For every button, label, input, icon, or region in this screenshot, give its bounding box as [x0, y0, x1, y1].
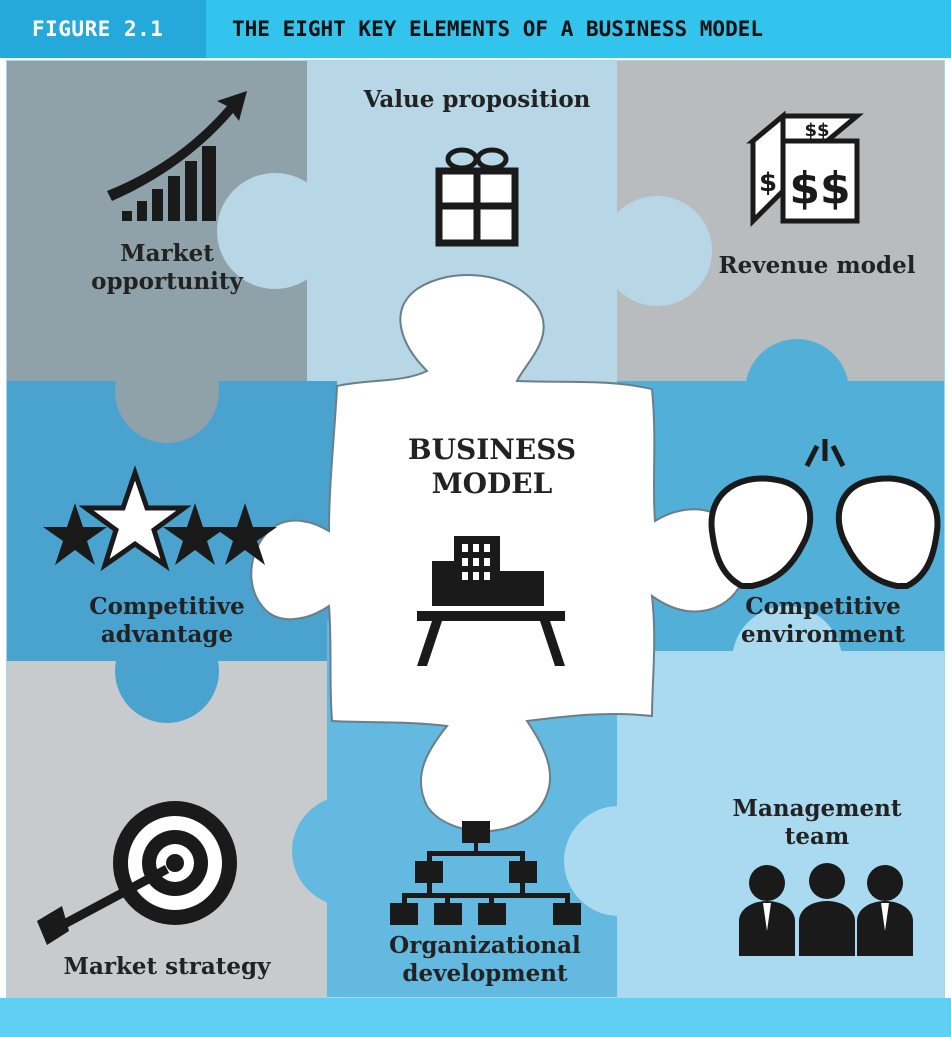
label-management-team-2: team [785, 823, 850, 850]
knob-shape [115, 619, 219, 723]
svg-text:$: $ [759, 168, 777, 198]
target-arrow-icon [37, 801, 237, 945]
puzzle-panel: BUSINESS MODEL [6, 60, 945, 998]
money-cube-icon: $$ $ $$ [746, 110, 864, 228]
label-competitive-environment-2: environment [741, 621, 905, 648]
label-management-team-1: Management [732, 795, 901, 822]
label-market-opportunity-1: Market [120, 240, 214, 267]
label-value-proposition: Value proposition [363, 86, 591, 113]
growth-chart-icon [107, 91, 247, 221]
knob-shape [292, 796, 402, 906]
org-chart-icon [390, 821, 581, 925]
building-on-table-icon [417, 536, 565, 666]
label-market-strategy: Market strategy [64, 953, 272, 980]
knob-shape [217, 173, 333, 289]
svg-text:$$: $$ [804, 120, 829, 141]
figure-label: FIGURE 2.1 [0, 0, 206, 58]
center-label-line1: BUSINESS [408, 433, 576, 466]
knob-shape [564, 806, 674, 916]
stars-icon [43, 465, 277, 572]
footer-bar [0, 998, 951, 1037]
team-people-icon [739, 863, 913, 956]
label-organizational-development-1: Organizational [389, 932, 581, 959]
svg-text:$$: $$ [789, 163, 850, 214]
gift-box-icon [435, 147, 519, 247]
puzzle-diagram: BUSINESS MODEL [7, 61, 944, 997]
label-competitive-advantage-1: Competitive [89, 593, 244, 620]
label-competitive-environment-1: Competitive [745, 593, 900, 620]
label-competitive-advantage-2: advantage [101, 621, 233, 648]
figure-header: FIGURE 2.1 THE EIGHT KEY ELEMENTS OF A B… [0, 0, 951, 58]
boxing-gloves-icon [708, 439, 941, 589]
figure-title: THE EIGHT KEY ELEMENTS OF A BUSINESS MOD… [232, 17, 764, 41]
knob-shape [115, 339, 219, 443]
label-revenue-model: Revenue model [719, 252, 916, 279]
center-label-line2: MODEL [432, 467, 553, 500]
knob-shape [745, 339, 849, 443]
label-market-opportunity-2: opportunity [91, 268, 243, 295]
knob-shape [602, 196, 712, 306]
label-organizational-development-2: development [402, 960, 568, 987]
knob-shape [732, 606, 842, 716]
